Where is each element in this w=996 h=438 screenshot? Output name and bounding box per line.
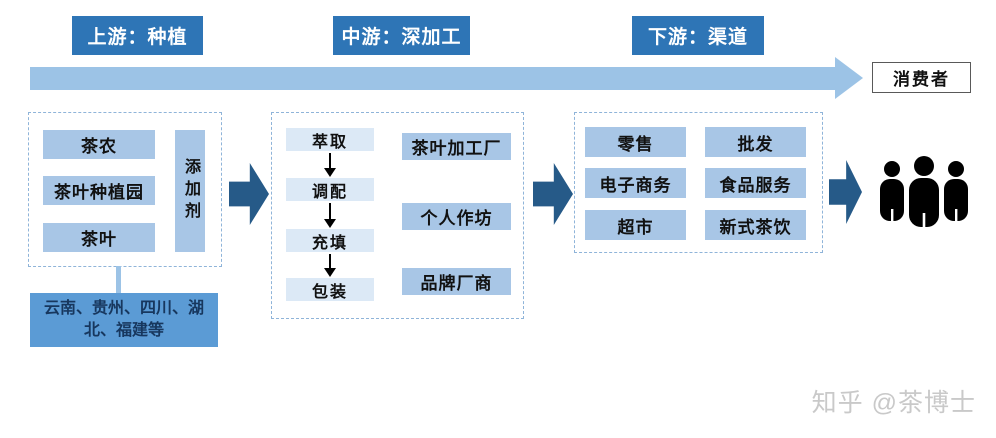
- producer-individual-workshop: 个人作坊: [402, 203, 511, 230]
- right-block-arrow-icon: [533, 163, 573, 225]
- producer-tea-processing-factory: 茶叶加工厂: [402, 133, 511, 160]
- upstream-item-tea-plantation: 茶叶种植园: [43, 176, 155, 205]
- stage-header-downstream: 下游：渠道: [632, 16, 764, 55]
- down-arrow-icon: [324, 153, 336, 177]
- channel-food-service: 食品服务: [705, 168, 806, 198]
- process-step-packaging: 包装: [286, 278, 374, 301]
- regions-connector-line: [116, 266, 121, 294]
- watermark-text: 知乎 @茶博士: [811, 389, 976, 417]
- process-step-blending: 调配: [286, 178, 374, 201]
- upstream-item-tea-leaves: 茶叶: [43, 223, 155, 252]
- upstream-panel: 茶农 茶叶种植园 茶叶 添加剂: [28, 112, 222, 267]
- right-block-arrow-icon: [829, 160, 862, 224]
- channel-wholesale: 批发: [705, 127, 806, 157]
- people-group-icon: [880, 156, 968, 227]
- channel-ecommerce: 电子商务: [585, 168, 686, 198]
- timeline-arrow-head-icon: [835, 57, 863, 99]
- stage-header-upstream: 上游：种植: [72, 16, 203, 55]
- channel-retail: 零售: [585, 127, 686, 157]
- downstream-panel: 零售 批发 电子商务 食品服务 超市 新式茶饮: [574, 112, 823, 253]
- upstream-item-additives: 添加剂: [175, 130, 205, 252]
- down-arrow-icon: [324, 254, 336, 277]
- process-step-filling: 充填: [286, 229, 374, 252]
- right-block-arrow-icon: [229, 163, 269, 225]
- consumer-box: 消费者: [872, 62, 971, 93]
- down-arrow-icon: [324, 203, 336, 228]
- channel-supermarket: 超市: [585, 210, 686, 240]
- process-step-extraction: 萃取: [286, 128, 374, 151]
- midstream-panel: 萃取 调配 充填 包装 茶叶加工厂 个人作坊 品牌厂商: [271, 112, 524, 319]
- regions-box: 云南、贵州、四川、湖北、福建等: [30, 293, 218, 347]
- upstream-item-tea-farmers: 茶农: [43, 130, 155, 159]
- timeline-arrow-body: [30, 67, 836, 90]
- producer-brand-manufacturer: 品牌厂商: [402, 268, 511, 295]
- channel-new-style-tea: 新式茶饮: [705, 210, 806, 240]
- stage-header-midstream: 中游：深加工: [333, 16, 470, 55]
